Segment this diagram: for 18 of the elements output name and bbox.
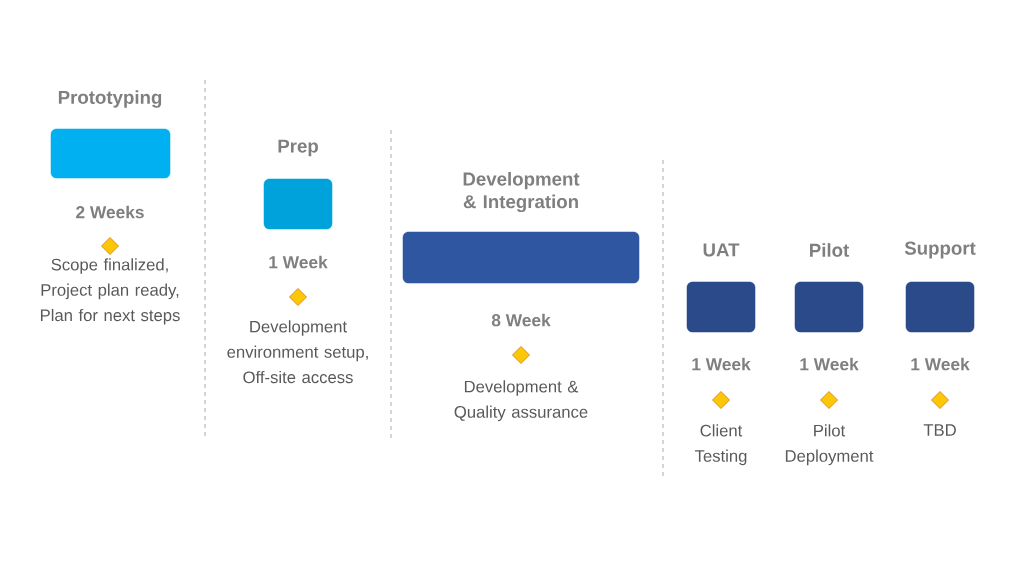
phase-heading: Support bbox=[904, 241, 976, 259]
phase-heading: UAT bbox=[703, 243, 740, 257]
phase-heading: Prototyping bbox=[58, 90, 162, 108]
duration-label: 8 Week bbox=[491, 313, 551, 327]
milestone-description: TBD bbox=[923, 424, 956, 436]
phase-heading: Prep bbox=[278, 139, 318, 157]
milestone-description: Scope finalized, Project plan ready, Plan for next steps bbox=[40, 258, 180, 325]
duration-label: 1 Week bbox=[911, 357, 970, 371]
duration-label: 2 Weeks bbox=[76, 205, 144, 219]
phase-heading: Development & Integration bbox=[463, 171, 580, 213]
milestone-description: Client Testing bbox=[695, 424, 747, 466]
milestone-description: Development environment setup, Off-site access bbox=[227, 320, 368, 384]
duration-label: 1 Week bbox=[800, 357, 859, 371]
phase-heading: Pilot bbox=[810, 243, 849, 257]
milestone-description: Development & Quality assurance bbox=[454, 380, 588, 422]
duration-label: 1 Week bbox=[269, 255, 328, 269]
milestone-description: Pilot Deployment bbox=[785, 424, 874, 466]
duration-label: 1 Week bbox=[692, 357, 751, 371]
